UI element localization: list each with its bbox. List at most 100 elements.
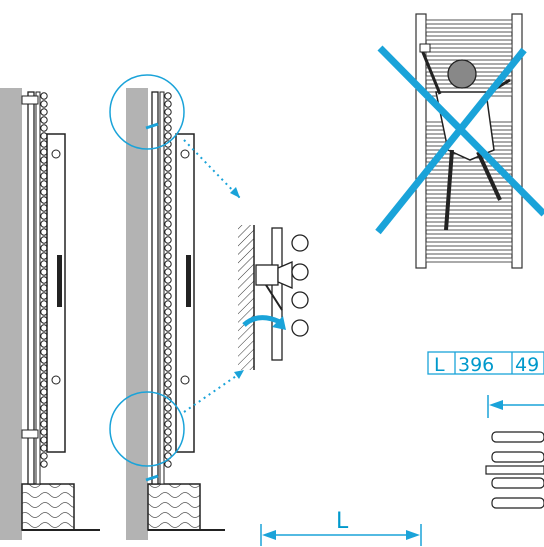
bar-circle [164,300,172,308]
rotate-arrow-icon [242,315,282,327]
bar-circle [164,260,172,268]
wall-left [0,88,22,540]
side-view-left [0,88,100,540]
bar-circle [40,124,48,132]
rail-bar [425,177,513,183]
bar-circle [164,268,172,276]
bar-circle [40,404,48,412]
bar-circle [164,340,172,348]
bar-circle [40,220,48,228]
bar-circle [164,100,172,108]
bar-circle [164,236,172,244]
bar-circle [40,236,48,244]
bar-circle [40,420,48,428]
bar-circle [164,124,172,132]
wood-block-left [21,483,75,531]
top-view-partial [485,395,544,509]
bar-circle [164,284,172,292]
bar-circle [164,164,172,172]
wood-block-middle [147,483,201,531]
rail-bar [425,233,513,239]
bar-circle [164,444,172,452]
bar-circle [164,92,172,100]
bar-circle [40,348,48,356]
bar-circle [164,348,172,356]
bar-circle [164,172,172,180]
bar-circle [40,196,48,204]
bar-circle [164,460,172,468]
bar-circle [164,420,172,428]
bar-circle [164,156,172,164]
bar-circle [40,228,48,236]
rail-bar [425,35,513,41]
dimension-table: L 396 49 [427,351,544,376]
rail-bar [425,43,513,49]
bar-circle [40,148,48,156]
dimension-L: L [260,509,422,546]
bar-circle [40,428,48,436]
side-view-middle [109,74,244,540]
bar-circle [40,332,48,340]
bar-circle [40,300,48,308]
bar-circle [40,268,48,276]
bar-circle [40,412,48,420]
no-climbing-illustration [375,13,544,269]
bar-circle [40,284,48,292]
bar-circle [164,244,172,252]
table-header: L [434,354,445,376]
rail-bar [425,193,513,199]
bar-circle [40,100,48,108]
bar-circle [40,244,48,252]
bar-circle [164,108,172,116]
bar-circle [40,140,48,148]
bar-circle [40,324,48,332]
bar-circle [40,372,48,380]
bar-circle [164,316,172,324]
front-panel-middle [175,133,195,453]
bar-circle [40,388,48,396]
bar-circle [40,340,48,348]
bar-circle [40,444,48,452]
rail-bar [425,161,513,167]
detail-circle-bottom [109,391,185,467]
bar-circle [164,412,172,420]
bar-circle [164,308,172,316]
bar-circle [40,260,48,268]
bar-circle [40,108,48,116]
bar-circle [40,316,48,324]
rail-bar [425,241,513,247]
bar-circle [164,220,172,228]
bar-circle [40,164,48,172]
leader-top [183,139,241,199]
bar-circle [164,228,172,236]
bar-circle [164,380,172,388]
bar-circle [40,156,48,164]
bar-circle [40,396,48,404]
bar-circle [164,252,172,260]
bar-circle [164,436,172,444]
detail-circle-top [109,74,185,150]
bar-circle [164,276,172,284]
bar-circle [40,180,48,188]
bar-circle [164,332,172,340]
bracket-detail [238,225,309,370]
bar-circle [40,292,48,300]
bar-circle [40,92,48,100]
bar-circle [164,132,172,140]
dimension-label: L [336,509,349,534]
rail-bar [425,249,513,255]
radiator-bars-middle [164,92,172,468]
bar-circle [164,116,172,124]
bar-circle [164,404,172,412]
bar-circle [164,364,172,372]
bar-circle [164,212,172,220]
bar-circle [164,396,172,404]
bar-circle [164,324,172,332]
bar-circle [164,180,172,188]
rail-bar [425,19,513,25]
bar-circle [164,356,172,364]
bar-circle [164,388,172,396]
rail-bar [425,209,513,215]
bar-circle [164,428,172,436]
